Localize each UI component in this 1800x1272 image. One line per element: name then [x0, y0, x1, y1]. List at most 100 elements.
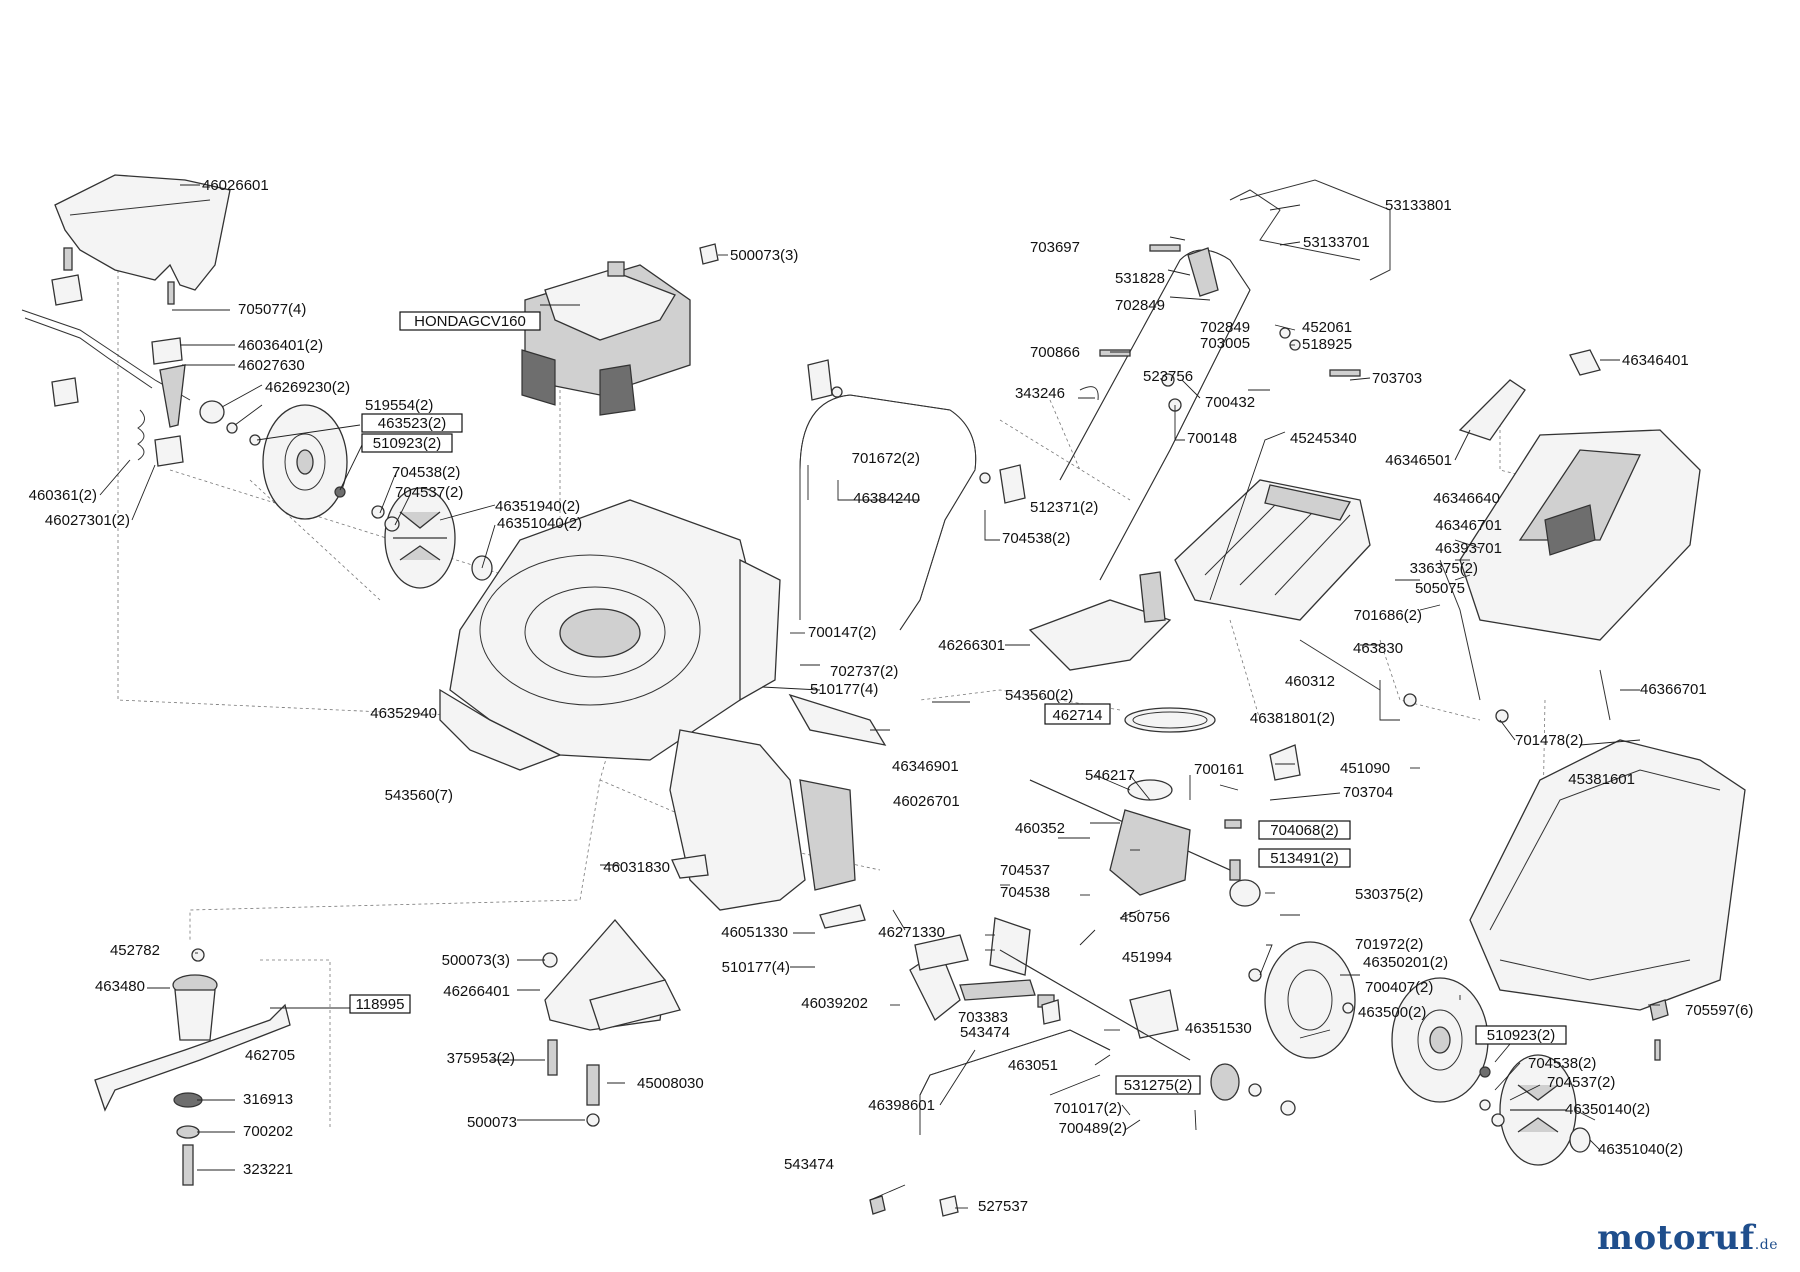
part-number-label: 701972(2) [1355, 936, 1423, 953]
part-number-label-boxed: 510923(2) [373, 435, 441, 452]
part-number-label-boxed: 513491(2) [1270, 850, 1338, 867]
motoruf-watermark-logo: motoruf.de [1597, 1218, 1778, 1258]
part-number-label: 703005 [1200, 335, 1250, 352]
rear-bracket [671, 854, 866, 929]
part-number-label: 46351530 [1185, 1020, 1252, 1037]
part-number-label: 46393701 [1435, 540, 1502, 557]
part-number-label: 701478(2) [1515, 732, 1583, 749]
part-number-label: 703704 [1343, 784, 1393, 801]
part-number-label: 519554(2) [365, 397, 433, 414]
part-number-label: 46026701 [893, 793, 960, 810]
part-number-label: 543474 [784, 1156, 834, 1173]
part-number-label: 46031830 [603, 859, 670, 876]
part-number-label: 460361(2) [29, 487, 97, 504]
part-number-label-boxed: 118995 [356, 996, 405, 1013]
part-number-label: 451994 [1122, 949, 1172, 966]
part-number-label: 316913 [243, 1091, 293, 1108]
drive-belt [1124, 707, 1216, 733]
upper-handle [1059, 179, 1391, 581]
part-number-label: 518925 [1302, 336, 1352, 353]
mulch-insert [542, 918, 681, 1127]
part-number-label: 452061 [1302, 319, 1352, 336]
mower-deck [439, 499, 781, 771]
part-number-label: 46346701 [1435, 517, 1502, 534]
part-number-label: 512371(2) [1030, 499, 1098, 516]
part-number-label: 703703 [1372, 370, 1422, 387]
part-number-label: 336375(2) [1410, 560, 1478, 577]
watermark-suffix: .de [1754, 1237, 1778, 1253]
part-number-label: 527537 [978, 1198, 1028, 1215]
height-lever-clip [914, 934, 1061, 1025]
part-number-label: 705077(4) [238, 301, 306, 318]
height-adjust-rod [21, 309, 191, 461]
part-number-label: 704537(2) [395, 484, 463, 501]
part-number-label: 46381801(2) [1250, 710, 1335, 727]
part-number-label: 452782 [110, 942, 160, 959]
part-number-label: 700866 [1030, 344, 1080, 361]
part-number-label: 463480 [95, 978, 145, 995]
part-number-label-boxed: 704068(2) [1270, 822, 1338, 839]
part-number-label: 701686(2) [1354, 607, 1422, 624]
part-number-label: 704537 [1000, 862, 1050, 879]
engine-honda [521, 243, 719, 416]
boxed-label-frame [361, 433, 453, 453]
part-number-label: 46271330 [878, 924, 945, 941]
rear-flap [669, 693, 887, 911]
part-number-label: 46346501 [1385, 452, 1452, 469]
grass-bag [1469, 739, 1746, 1011]
part-number-label: 500073(3) [442, 952, 510, 969]
part-number-label: 46351040(2) [1598, 1141, 1683, 1158]
boxed-label-frame [361, 413, 463, 433]
boxed-label-frame [349, 994, 411, 1014]
part-number-label: 530375(2) [1355, 886, 1423, 903]
part-number-label: 46039202 [801, 995, 868, 1012]
drive-linkage-rod [869, 949, 1191, 1217]
part-number-label: 510177(4) [810, 681, 878, 698]
rear-wheel-left [262, 404, 348, 520]
boxed-label-frame [1115, 1075, 1201, 1095]
part-number-label: 546217 [1085, 767, 1135, 784]
boxed-label-frame [1258, 848, 1351, 868]
part-number-label: 700202 [243, 1123, 293, 1140]
part-number-label: 543474 [960, 1024, 1010, 1041]
part-number-label: 375953(2) [447, 1050, 515, 1067]
part-number-label-boxed: 531275(2) [1124, 1077, 1192, 1094]
part-number-label: 46351940(2) [495, 498, 580, 515]
part-number-label: 46026601 [202, 177, 269, 194]
part-number-label: 702737(2) [830, 663, 898, 680]
part-number-label: 505075 [1415, 580, 1465, 597]
watermark-brand: motoruf [1597, 1218, 1755, 1258]
part-number-label: 703383 [958, 1009, 1008, 1026]
grass-box-lid [1174, 479, 1371, 621]
part-number-label: 343246 [1015, 385, 1065, 402]
part-number-label: 460312 [1285, 673, 1335, 690]
boxed-label-frame [1044, 703, 1111, 725]
part-number-label: 510177(4) [722, 959, 790, 976]
axle-bushing [199, 400, 261, 446]
part-number-label: 703697 [1030, 239, 1080, 256]
part-number-label: 46398601 [868, 1097, 935, 1114]
part-number-label: 45008030 [637, 1075, 704, 1092]
cable-clips [1079, 244, 1361, 412]
boxed-label-frame [1475, 1025, 1567, 1045]
part-number-label: 46346901 [892, 758, 959, 775]
deflector-flap [54, 174, 231, 291]
part-number-label: 705597(6) [1685, 1002, 1753, 1019]
part-number-labels: 46026601500073(3)53133801531337017036975… [29, 177, 1754, 1215]
part-number-label: 702849 [1200, 319, 1250, 336]
part-number-label: 46346401 [1622, 352, 1689, 369]
part-number-label: 46384240 [853, 490, 920, 507]
part-number-label-boxed: 462714 [1052, 707, 1102, 724]
part-number-label: 700489(2) [1059, 1120, 1127, 1137]
part-number-label: 701017(2) [1054, 1100, 1122, 1117]
part-number-label: 462705 [245, 1047, 295, 1064]
part-number-label: 463830 [1353, 640, 1403, 657]
part-number-label: 46266301 [938, 637, 1005, 654]
part-number-label: 46351040(2) [497, 515, 582, 532]
part-number-label: 463500(2) [1358, 1004, 1426, 1021]
part-number-label: 543560(7) [385, 787, 453, 804]
part-number-label: 53133801 [1385, 197, 1452, 214]
part-number-label: 46350201(2) [1363, 954, 1448, 971]
